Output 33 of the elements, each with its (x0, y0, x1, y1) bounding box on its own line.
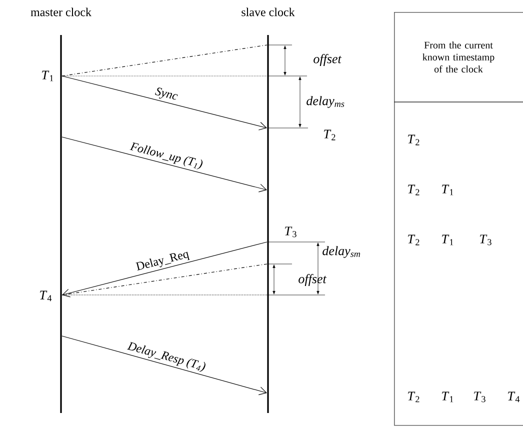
reference-line (62, 264, 268, 296)
table-cell: T$_{1}$ (442, 184, 454, 196)
timestamp-table (394, 12, 523, 426)
arrow (62, 76, 267, 130)
table-cell: T$_{1}$ (442, 234, 454, 246)
table-header: From the current known timestamp of the clock (422, 41, 494, 72)
edge-label: Sync (154, 88, 178, 100)
dimension-label: offset (314, 54, 342, 66)
dimension-label: offset (298, 274, 327, 286)
arrow (62, 242, 268, 298)
table-cell: T$_{2}$ (408, 392, 420, 402)
reference-line (62, 44, 268, 76)
lifeline (30, 8, 92, 413)
table-cell: T$_{1}$ (442, 392, 454, 402)
table-cell: T$_{3}$ (474, 392, 486, 402)
dimension-label: delay$_{sm}$ (322, 246, 360, 258)
arrow (62, 336, 267, 396)
timestamp-label: T$_{3}$ (285, 226, 296, 238)
edge-label: Delay_Req (136, 252, 190, 270)
table-cell: T$_{2}$ (408, 234, 420, 246)
dimension-label: delay$_{ms}$ (306, 96, 344, 108)
table-cell: T$_{4}$ (508, 392, 520, 402)
timestamp-label: T$_{1}$ (42, 70, 54, 82)
timestamp-label: T$_{4}$ (40, 290, 52, 302)
table-cell: T$_{2}$ (408, 184, 420, 196)
lifeline-heading: master clock (30, 8, 92, 16)
reference-line (62, 294, 268, 296)
table-cell: T$_{2}$ (408, 134, 420, 146)
arrow (62, 136, 267, 192)
lifeline-heading: slave clock (242, 8, 295, 16)
timestamp-label: T$_{2}$ (324, 130, 336, 140)
lifeline (242, 8, 295, 413)
table-cell: T$_{3}$ (480, 234, 492, 246)
